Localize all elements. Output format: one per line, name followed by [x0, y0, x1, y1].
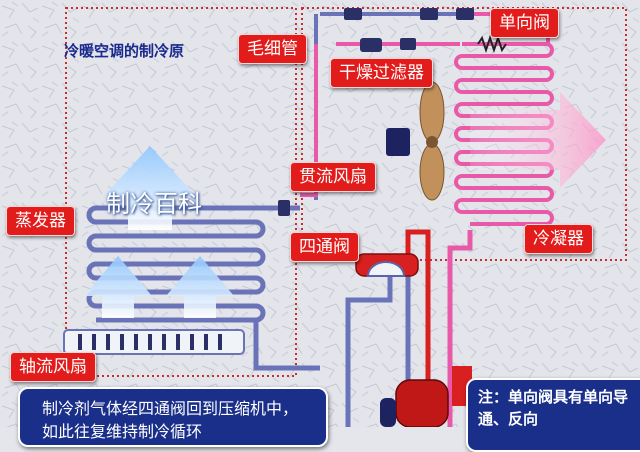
label-condenser: 冷凝器 [524, 224, 593, 254]
condenser-coil [454, 42, 554, 226]
crossflow-fan-unit [63, 329, 245, 355]
four-way-valve [355, 253, 419, 277]
label-capillary: 毛细管 [238, 34, 307, 64]
capillary-pipe [300, 44, 318, 197]
watermark-text: 制冷百科 [106, 190, 202, 218]
indoor-unit-frame [65, 7, 297, 377]
cold-air-arrows [84, 146, 234, 318]
label-axial-fan: 轴流风扇 [10, 352, 96, 382]
note-box: 注：单向阀具有单向导通、反向 [466, 378, 640, 452]
label-crossflow-fan: 贯流风扇 [290, 162, 376, 192]
diagram-title: 冷暖空调的制冷原 [64, 42, 185, 60]
label-check-valve: 单向阀 [490, 8, 559, 38]
explanation-box: 制冷剂气体经四通阀回到压缩机中，如此往复维持制冷循环 [18, 387, 328, 447]
compressor [380, 379, 449, 428]
label-evaporator: 蒸发器 [6, 206, 75, 236]
check-valve-spring [477, 34, 507, 54]
compressor-motor [386, 128, 410, 156]
label-dryer-filter: 干燥过滤器 [330, 58, 433, 88]
pipe-fittings [344, 8, 474, 52]
label-four-way-valve: 四通阀 [290, 232, 359, 262]
note-text: 注：单向阀具有单向导通、反向 [478, 388, 629, 428]
hot-air-arrow [470, 92, 606, 188]
outdoor-fan [419, 81, 445, 201]
refrigeration-diagram [0, 0, 640, 428]
evaporator-fitting [278, 200, 290, 216]
explanation-text: 制冷剂气体经四通阀回到压缩机中，如此往复维持制冷循环 [42, 399, 299, 441]
